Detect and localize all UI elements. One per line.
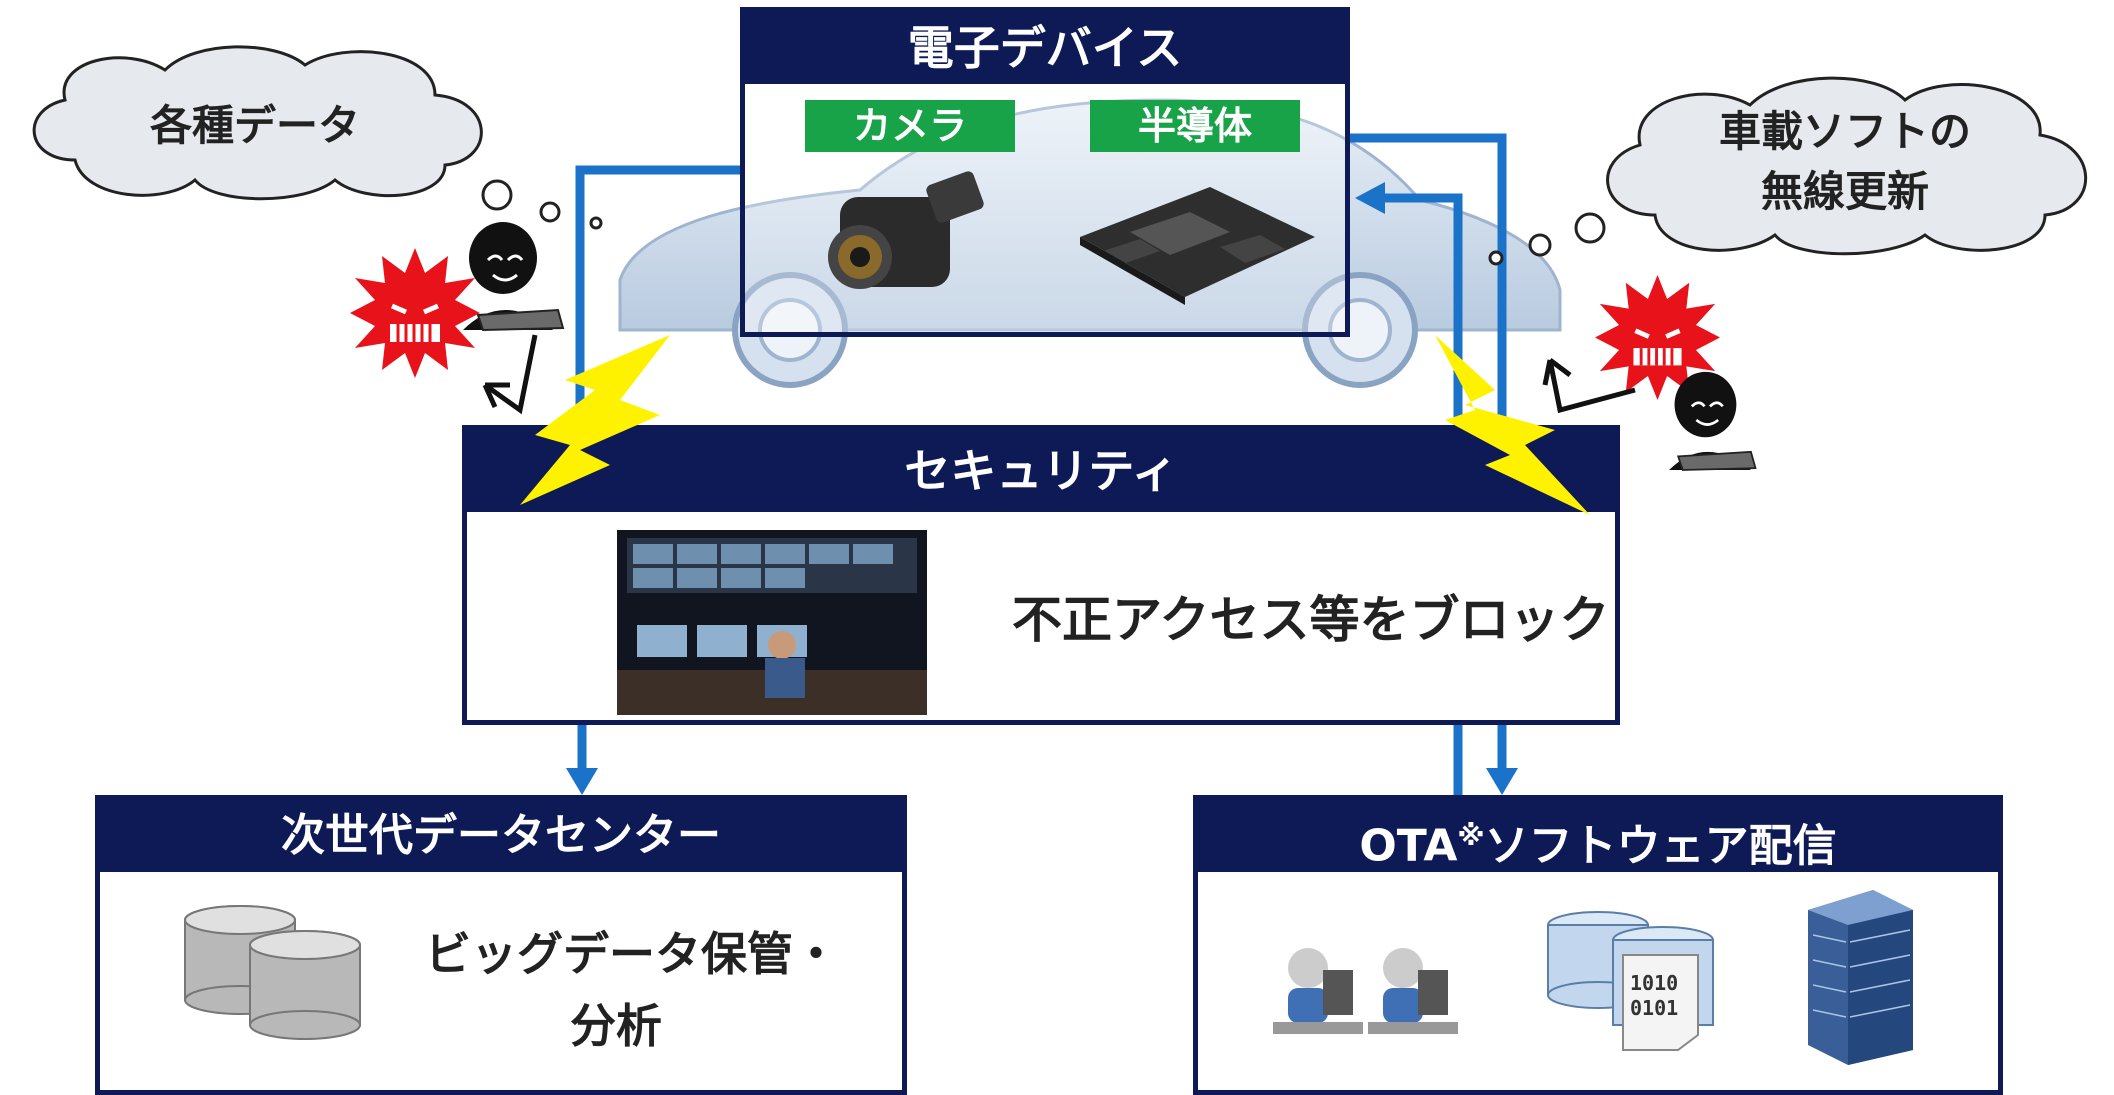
security-operations-photo: [617, 530, 927, 715]
binary-line-1: 1010: [1630, 971, 1678, 995]
cloud-right-line1: 車載ソフトの: [1718, 107, 1971, 156]
electronic-device-panel: 電子デバイス カメラ 半導体: [740, 7, 1350, 337]
semiconductor-board-image: [1080, 187, 1315, 305]
virus-left-icon: [350, 248, 480, 378]
datacenter-text-line2: 分析: [570, 999, 662, 1053]
binary-data-icon: 1010 0101: [1547, 911, 1714, 1051]
cloud-left: [32, 45, 483, 201]
attack-flash-right: [1435, 335, 1590, 515]
datacenter-text-line1: ビッグデータ保管・: [425, 927, 839, 981]
database-icon: [184, 905, 361, 1040]
cloud-right: [1606, 76, 2088, 256]
ota-title-mark: ※: [1457, 819, 1485, 852]
camera-label: カメラ: [805, 100, 1015, 152]
operators-icon: [1273, 948, 1458, 1034]
semiconductor-label: 半導体: [1090, 100, 1300, 152]
electronic-device-title: 電子デバイス: [745, 12, 1345, 84]
ota-panel: OTA※ソフトウェア配信 1010 0101: [1193, 795, 2003, 1095]
ota-title-suffix: ソフトウェア配信: [1484, 820, 1837, 872]
ota-title: OTA※ソフトウェア配信: [1198, 800, 1998, 872]
security-panel: セキュリティ 不正アクセス等をブロック: [462, 425, 1620, 725]
cloud-right-line2: 無線更新: [1760, 167, 1929, 216]
virus-right-icon: [1595, 275, 1720, 400]
security-description: 不正アクセス等をブロック: [1012, 591, 1610, 649]
cloud-left-text: 各種データ: [149, 101, 360, 150]
attack-flash-left: [520, 335, 670, 505]
camera-image: [828, 171, 984, 289]
datacenter-panel: 次世代データセンター ビッグデータ保管・ 分析: [95, 795, 907, 1095]
hacker-right-icon: [1669, 371, 1757, 471]
ota-title-prefix: OTA: [1359, 820, 1458, 872]
binary-line-2: 0101: [1630, 996, 1678, 1020]
hacker-left-icon: [463, 222, 565, 332]
attack-arrow-left: [482, 334, 538, 415]
security-title: セキュリティ: [467, 430, 1615, 512]
office-building-icon: [1808, 890, 1913, 1065]
datacenter-title: 次世代データセンター: [100, 800, 902, 872]
attack-arrow-right: [1542, 358, 1636, 414]
